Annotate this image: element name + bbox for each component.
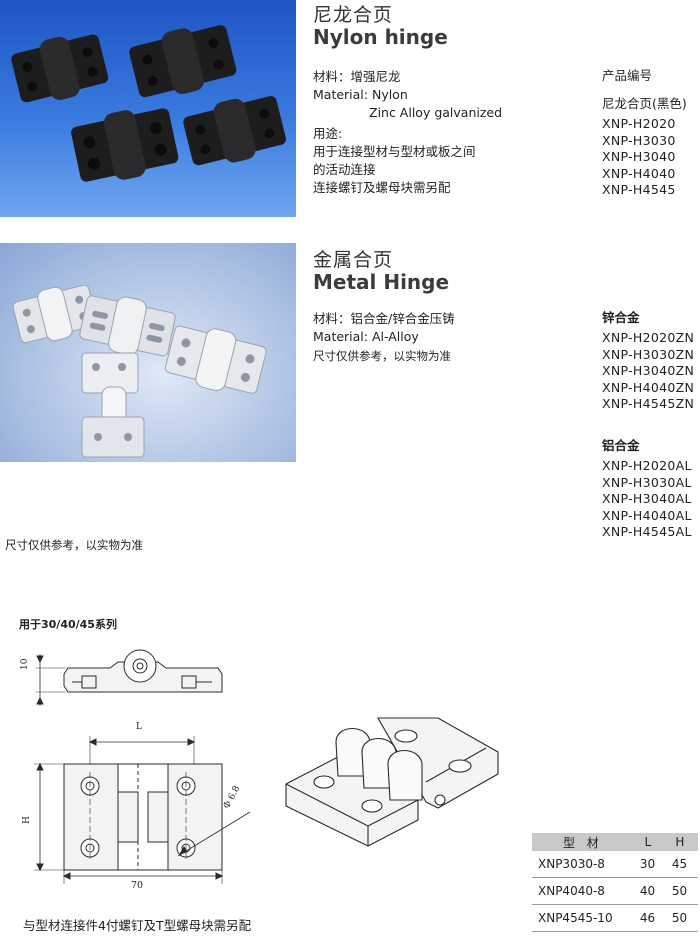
metal-material-cn: 材料：铝合金/锌合金压铸: [313, 311, 455, 326]
spec-table: 型 材 L H XNP3030-8 30 45 XNP4040-8 40 50 …: [532, 833, 698, 932]
model-item: XNP-H2020ZN: [602, 330, 695, 345]
cell-profile: XNP4545-10: [532, 904, 634, 932]
model-item: XNP-H3030AL: [602, 474, 692, 490]
model-item: XNP-H4040ZN: [602, 379, 695, 395]
nylon-title-cn: 尼龙合页: [313, 4, 394, 26]
model-item: XNP-H2020: [602, 116, 676, 131]
dim-10-label: 10: [20, 658, 30, 670]
metal-hinge-photo: [0, 243, 296, 462]
metal-title-en: Metal Hinge: [313, 270, 450, 294]
col-header-L: L: [633, 833, 666, 851]
nylon-material-en: Material: Nylon: [313, 87, 408, 102]
metal-size-note: 尺寸仅供参考，以实物为准: [313, 349, 451, 363]
model-item: XNP-H2020AL: [602, 458, 692, 473]
cell-H: 50: [665, 904, 698, 932]
model-item: XNP-H3040ZN: [602, 363, 695, 378]
model-item: XNP-H4545ZN: [602, 396, 695, 411]
table-row: XNP3030-8 30 45: [532, 851, 698, 878]
nylon-hinge-illustration: [11, 25, 286, 182]
aluminum-model-list: XNP-H2020AL XNP-H3030AL XNP-H3040AL XNP-…: [602, 458, 692, 541]
zinc-alloy-label: 锌合金: [602, 310, 640, 325]
nylon-material-block: 材料：增强尼龙 Material: Nylon Zinc Alloy galva…: [313, 68, 573, 197]
series-label: 用于30/40/45系列: [19, 618, 117, 631]
model-item: XNP-H4040AL: [602, 507, 692, 523]
hinge-technical-drawing: [10, 640, 280, 890]
cell-profile: XNP4040-8: [532, 877, 634, 905]
model-item: XNP-H3030: [602, 132, 676, 148]
model-item: XNP-H3030ZN: [602, 346, 695, 362]
cell-H: 50: [665, 877, 698, 905]
nylon-group-label: 尼龙合页(黑色): [602, 96, 687, 111]
model-item: XNP-H3040: [602, 149, 676, 164]
cell-H: 45: [665, 851, 698, 878]
nylon-usage-line: 连接螺钉及螺母块需另配: [313, 180, 451, 195]
model-item: XNP-H4545AL: [602, 524, 692, 539]
nylon-hinge-photo: [0, 0, 296, 217]
nylon-usage-label: 用途:: [313, 126, 343, 141]
table-row: XNP4545-10 46 50: [532, 904, 698, 932]
col-header-H: H: [665, 833, 698, 851]
cell-profile: XNP3030-8: [532, 851, 634, 878]
nylon-usage-line: 的活动连接: [313, 162, 376, 177]
zinc-model-list: XNP-H2020ZN XNP-H3030ZN XNP-H3040ZN XNP-…: [602, 330, 694, 413]
metal-material-en: Material: Al-Alloy: [313, 329, 419, 344]
aluminum-alloy-label: 铝合金: [602, 438, 640, 453]
cell-L: 46: [633, 904, 666, 932]
page-size-note: 尺寸仅供参考，以实物为准: [5, 538, 143, 552]
model-item: XNP-H3040AL: [602, 491, 692, 506]
col-header-profile: 型 材: [532, 833, 634, 851]
dim-70-label: 70: [131, 880, 144, 891]
cell-L: 40: [633, 877, 666, 905]
metal-material-block: 材料：铝合金/锌合金压铸 Material: Al-Alloy 尺寸仅供参考，以…: [313, 310, 583, 365]
nylon-material-en2: Zinc Alloy galvanized: [369, 105, 503, 120]
footer-note: 与型材连接件4付螺钉及T型螺母块需另配: [23, 918, 252, 933]
cell-L: 30: [633, 851, 666, 878]
model-item: XNP-H4545: [602, 182, 676, 197]
nylon-usage-line: 用于连接型材与型材或板之间: [313, 144, 476, 159]
nylon-title-en: Nylon hinge: [313, 25, 448, 49]
model-item: XNP-H4040: [602, 165, 676, 181]
dim-L-label: L: [136, 722, 142, 732]
dim-H-label: H: [22, 816, 32, 824]
metal-title-cn: 金属合页: [313, 249, 394, 271]
spec-table-header: 型 材 L H: [532, 833, 698, 851]
nylon-model-list: XNP-H2020 XNP-H3030 XNP-H3040 XNP-H4040 …: [602, 116, 676, 199]
metal-hinge-illustration: [12, 284, 267, 458]
table-row: XNP4040-8 40 50: [532, 877, 698, 905]
hinge-isometric-drawing: [282, 712, 512, 862]
product-number-label: 产品编号: [602, 68, 653, 83]
nylon-material-cn: 材料：增强尼龙: [313, 69, 401, 84]
